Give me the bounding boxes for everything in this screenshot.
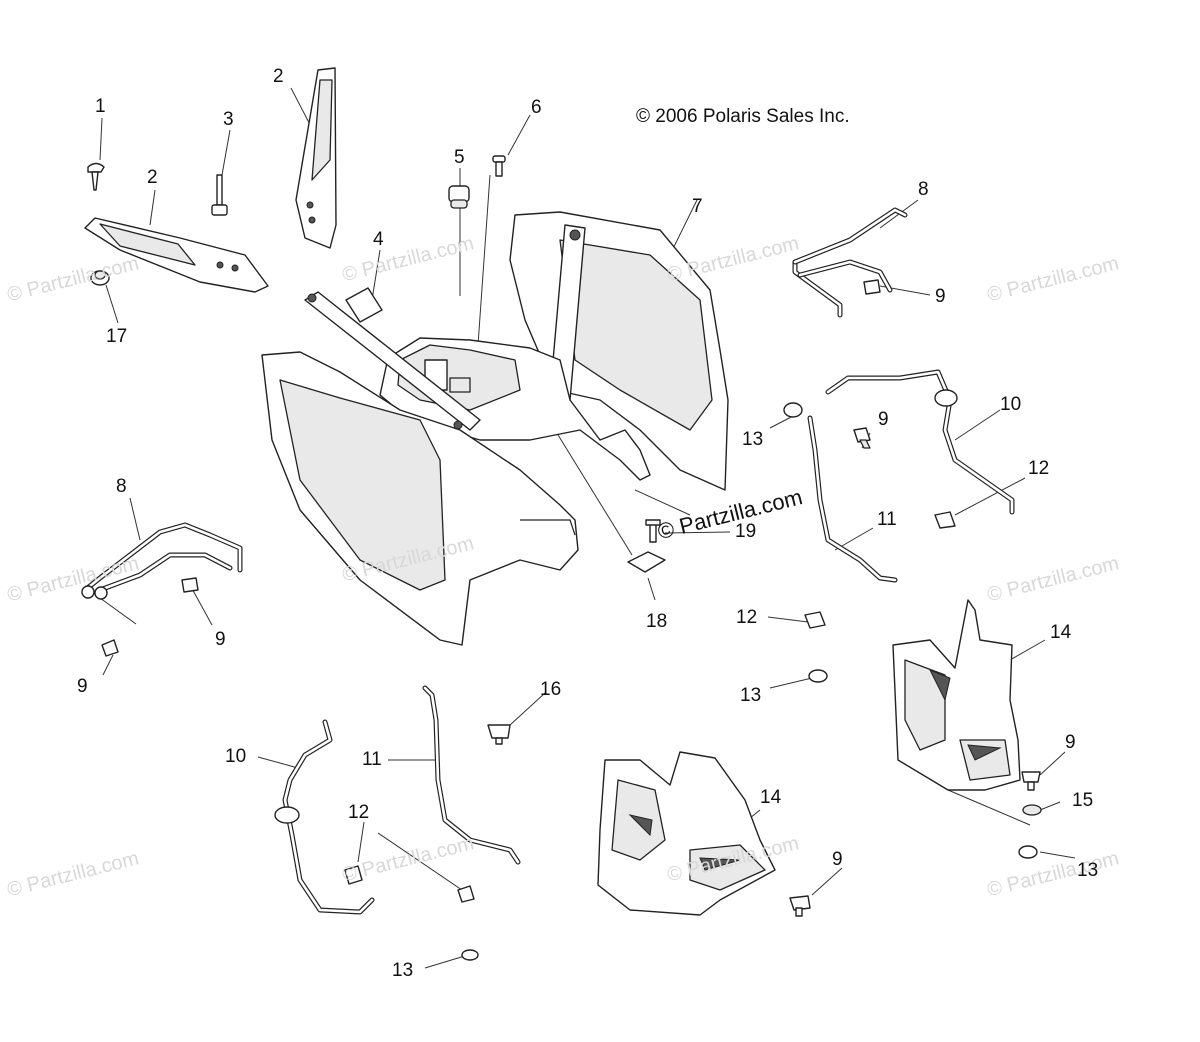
pad-18 (627, 551, 666, 573)
callout-9: 9 (215, 629, 226, 650)
callout-8: 8 (116, 476, 127, 497)
pin-19 (645, 519, 661, 543)
clip-12-d (457, 885, 475, 903)
push-rivet-1 (87, 162, 105, 191)
nut-13-c (1018, 845, 1038, 859)
callout-1: 1 (95, 96, 106, 117)
callout-13: 13 (1077, 860, 1099, 881)
callout-9: 9 (878, 409, 889, 430)
callout-3: 3 (223, 109, 234, 130)
nut-13-a (783, 402, 803, 418)
washer-15 (1022, 804, 1042, 816)
decal-4 (345, 287, 383, 323)
clip-12-c (344, 865, 363, 885)
support-rod-10-left (274, 719, 375, 915)
callout-19: 19 (735, 521, 757, 542)
callout-2: 2 (147, 167, 158, 188)
nut-13-b (808, 669, 828, 683)
callout-18: 18 (646, 611, 668, 632)
clip-12-b (804, 611, 826, 629)
callout-17: 17 (106, 326, 128, 347)
callout-13: 13 (392, 960, 414, 981)
callout-12: 12 (736, 607, 758, 628)
callout-14: 14 (760, 787, 782, 808)
callout-8: 8 (918, 179, 929, 200)
copyright-notice: © 2006 Polaris Sales Inc. (636, 106, 850, 127)
screw-6 (492, 155, 506, 177)
clip-12-a (934, 511, 956, 529)
callout-9: 9 (832, 849, 843, 870)
callout-16: 16 (540, 679, 562, 700)
callout-13: 13 (740, 685, 762, 706)
screw-9-b (853, 427, 871, 449)
brace-2-upper (295, 67, 337, 249)
callout-12: 12 (348, 802, 370, 823)
callout-4: 4 (373, 229, 384, 250)
support-rod-11-left (422, 685, 521, 865)
screw-9-e (1021, 771, 1041, 791)
callout-11: 11 (877, 509, 897, 530)
nut-13-d (461, 949, 479, 961)
callout-14: 14 (1050, 622, 1072, 643)
screw-9-d (101, 639, 119, 657)
nut-17 (90, 270, 110, 286)
brace-2-lower (84, 217, 269, 293)
support-rod-11-right (807, 415, 898, 583)
callout-6: 6 (531, 97, 542, 118)
grab-bar-8-left (81, 522, 243, 600)
callout-9: 9 (1065, 732, 1076, 753)
callout-10: 10 (225, 746, 247, 767)
support-rod-10-right (825, 369, 1015, 515)
screw-9-f (789, 895, 811, 917)
screw-9-a (863, 279, 881, 295)
callout-9: 9 (77, 676, 88, 697)
footwell-14-right (892, 599, 1021, 791)
callout-15: 15 (1072, 790, 1094, 811)
screw-16 (487, 724, 511, 745)
screw-3 (211, 174, 228, 216)
rear-fender-7 (261, 211, 729, 646)
callout-2: 2 (273, 66, 284, 87)
callout-12: 12 (1028, 458, 1050, 479)
callout-5: 5 (454, 147, 465, 168)
footwell-14-left (597, 751, 776, 916)
callout-9: 9 (935, 286, 946, 307)
callout-11: 11 (362, 749, 382, 770)
callout-7: 7 (692, 196, 703, 217)
leader-lines (99, 87, 1076, 969)
screw-9-c (181, 577, 199, 593)
callout-10: 10 (1000, 394, 1022, 415)
grommet-5 (448, 185, 470, 209)
callout-13: 13 (742, 429, 764, 450)
grab-bar-8-right (792, 207, 908, 318)
